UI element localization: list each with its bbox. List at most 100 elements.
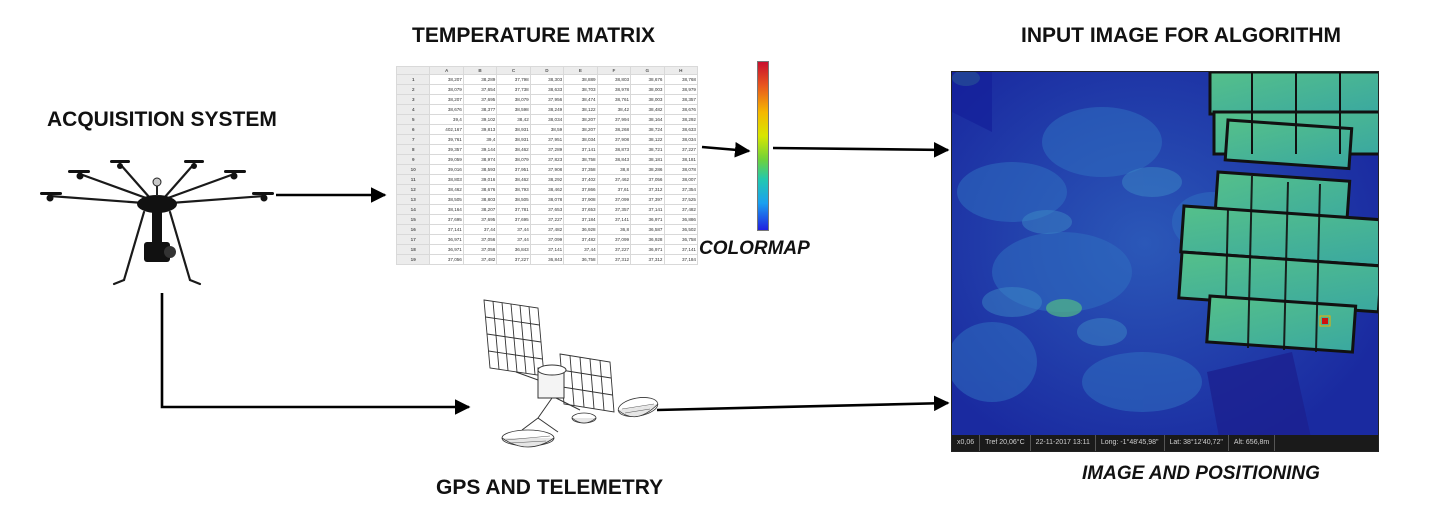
matrix-cell: 38,462 <box>429 184 464 195</box>
matrix-cell: 37,141 <box>596 214 632 225</box>
matrix-cell: 38,078 <box>529 194 565 205</box>
matrix-cell: 37,482 <box>563 234 598 245</box>
status-zoom: x0,06 <box>952 435 981 451</box>
matrix-row-number: 1 <box>395 74 431 85</box>
image-positioning-label: IMAGE AND POSITIONING <box>1082 463 1320 484</box>
matrix-cell: 37,44 <box>462 224 498 235</box>
matrix-cell: 38,978 <box>596 84 632 95</box>
matrix-cell: 37,695 <box>496 214 531 225</box>
matrix-cell: 38,768 <box>663 74 698 85</box>
image-status-bar: x0,06 Tref 20,06°C 22-11-2017 13:11 Long… <box>952 435 1378 451</box>
matrix-column-header: B <box>462 66 498 75</box>
matrix-cell: 36,971 <box>630 244 665 255</box>
matrix-cell: 37,354 <box>663 184 698 195</box>
matrix-cell: 38,292 <box>663 114 698 125</box>
matrix-cell: 37,653 <box>529 204 565 215</box>
matrix-cell: 38,873 <box>596 144 632 155</box>
matrix-row-number: 14 <box>395 204 431 215</box>
matrix-cell: 37,956 <box>529 94 565 105</box>
matrix-row-number: 13 <box>395 194 431 205</box>
matrix-cell: 36,758 <box>563 254 598 265</box>
matrix-cell: 39,102 <box>462 114 498 125</box>
matrix-cell: 38,974 <box>462 154 498 165</box>
matrix-cell: 37,099 <box>529 234 565 245</box>
matrix-corner-cell <box>395 66 431 75</box>
matrix-cell: 37,184 <box>663 254 698 265</box>
matrix-cell: 37,227 <box>529 214 565 225</box>
matrix-cell: 37,482 <box>663 204 698 215</box>
matrix-cell: 39,4 <box>462 134 498 145</box>
matrix-cell: 39,059 <box>429 154 464 165</box>
matrix-cell: 37,289 <box>529 144 565 155</box>
matrix-cell: 37,141 <box>429 224 464 235</box>
matrix-cell: 38,462 <box>496 144 531 155</box>
matrix-cell: 38,803 <box>596 74 632 85</box>
matrix-cell: 37,227 <box>496 254 531 265</box>
status-longitude: Long: -1°48'45,98" <box>1096 435 1165 451</box>
matrix-row-number: 9 <box>395 154 431 165</box>
matrix-cell: 39,761 <box>429 134 464 145</box>
matrix-row-number: 7 <box>395 134 431 145</box>
matrix-cell: 38,505 <box>496 194 531 205</box>
status-datetime: 22-11-2017 13:11 <box>1031 435 1096 451</box>
matrix-cell: 39,813 <box>462 124 498 135</box>
matrix-cell: 38,803 <box>429 174 464 185</box>
matrix-cell: 37,056 <box>462 244 498 255</box>
matrix-column-header: D <box>529 66 565 75</box>
matrix-cell: 37,695 <box>462 94 498 105</box>
matrix-cell: 37,908 <box>529 164 565 175</box>
matrix-cell: 37,141 <box>563 144 598 155</box>
matrix-cell: 38,474 <box>563 94 598 105</box>
matrix-cell: 38,462 <box>496 174 531 185</box>
matrix-cell: 38,676 <box>429 104 464 115</box>
matrix-cell: 37,525 <box>663 194 698 205</box>
matrix-cell: 37,951 <box>529 134 565 145</box>
matrix-cell: 38,377 <box>462 104 498 115</box>
matrix-column-header: A <box>429 66 464 75</box>
matrix-cell: 38,286 <box>630 164 665 175</box>
matrix-cell: 38,931 <box>496 134 531 145</box>
matrix-cell: 37,141 <box>663 244 698 255</box>
matrix-row-number: 8 <box>395 144 431 155</box>
matrix-cell: 38,931 <box>496 124 531 135</box>
matrix-cell: 38,703 <box>563 84 598 95</box>
matrix-cell: 38,676 <box>663 104 698 115</box>
matrix-cell: 37,908 <box>563 194 598 205</box>
matrix-cell: 37,482 <box>529 224 565 235</box>
thermal-input-image: x0,06 Tref 20,06°C 22-11-2017 13:11 Long… <box>951 71 1379 452</box>
matrix-column-header: C <box>496 66 531 75</box>
matrix-cell: 38,593 <box>462 164 498 175</box>
matrix-cell: 37,227 <box>596 244 632 255</box>
matrix-cell: 37,695 <box>429 214 464 225</box>
matrix-cell: 37,654 <box>462 84 498 95</box>
colormap-bar <box>757 61 769 231</box>
matrix-cell: 38,003 <box>630 94 665 105</box>
matrix-cell: 38,164 <box>630 114 665 125</box>
matrix-cell: 37,184 <box>563 214 598 225</box>
matrix-cell: 37,823 <box>529 154 565 165</box>
matrix-row-number: 5 <box>395 114 431 125</box>
matrix-cell: 38,181 <box>663 154 698 165</box>
matrix-cell: 37,056 <box>630 174 665 185</box>
matrix-cell: 38,003 <box>630 84 665 95</box>
matrix-cell: 38,034 <box>663 134 698 145</box>
matrix-cell: 37,866 <box>563 184 598 195</box>
matrix-cell: 39,4 <box>429 114 464 125</box>
matrix-row-number: 6 <box>395 124 431 135</box>
matrix-cell: 37,482 <box>462 254 498 265</box>
matrix-cell: 38,598 <box>496 104 531 115</box>
matrix-cell: 37,44 <box>496 224 531 235</box>
matrix-cell: 38,505 <box>429 194 464 205</box>
input-image-label: INPUT IMAGE FOR ALGORITHM <box>1021 24 1342 47</box>
matrix-row-number: 16 <box>395 224 431 235</box>
status-altitude: Alt: 656,8m <box>1229 435 1276 451</box>
matrix-cell: 39,016 <box>429 164 464 175</box>
